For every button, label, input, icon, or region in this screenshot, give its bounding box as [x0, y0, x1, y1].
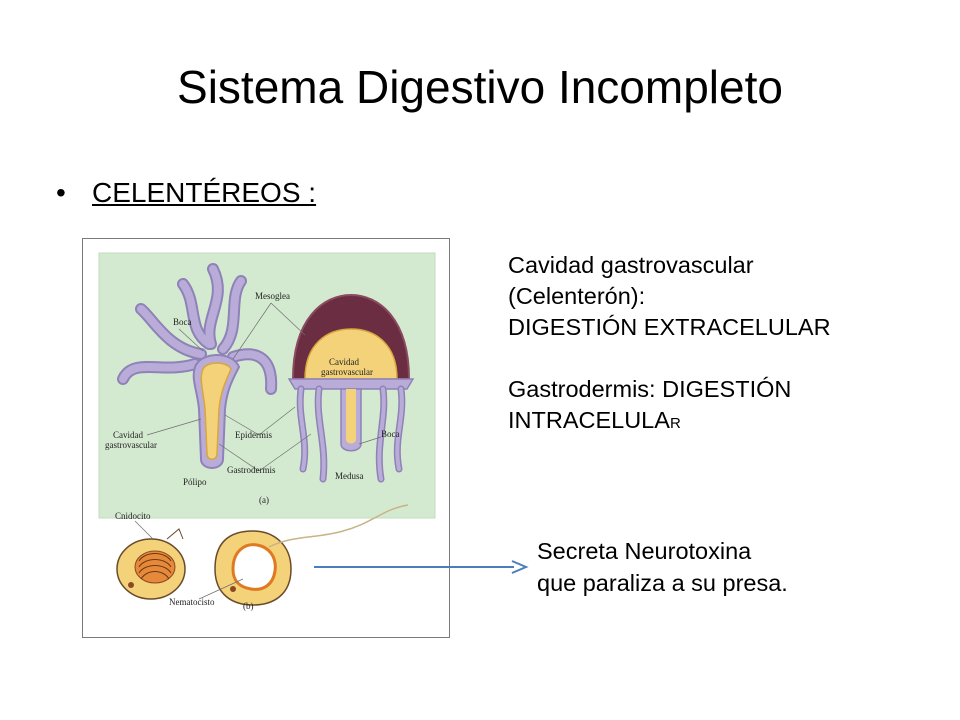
medusa-gastrovascular-cavity [304, 328, 398, 380]
label-boca-medusa: Boca [381, 429, 400, 439]
slide-title: Sistema Digestivo Incompleto [177, 61, 783, 113]
label-mesoglea: Mesoglea [255, 291, 290, 301]
label-cavidad-medusa-1: Cavidad [329, 357, 359, 367]
label-cnidocito: Cnidocito [115, 511, 151, 521]
info-line-main: INTRACELULA [508, 407, 670, 434]
medusa-drawing [287, 293, 415, 483]
label-cavidad-polyp-2: gastrovascular [105, 440, 157, 450]
info-line: Cavidad gastrovascular [508, 252, 754, 278]
cnidocyte-drawing [116, 504, 409, 606]
cnidocil [166, 528, 184, 540]
cnidarian-illustration: Boca Mesoglea Cavidad gastrovascular Cav… [98, 252, 436, 611]
label-cavidad-medusa-2: gastrovascular [321, 367, 373, 377]
info-line: INTRACELULAR [508, 405, 948, 436]
cnidocyte-nucleus [128, 582, 134, 588]
label-boca-polyp: Boca [173, 317, 192, 327]
label-cavidad-polyp-1: Cavidad [113, 430, 143, 440]
figure-leader-lines [146, 302, 382, 472]
figure-panel-a-border [98, 252, 436, 519]
label-epidermis: Epidermis [235, 430, 272, 440]
medusa-manubrium-cavity [346, 389, 356, 444]
bullet-dot-icon: • [56, 177, 66, 208]
nematocyst-thread [268, 504, 409, 548]
info-line: DIGESTIÓN EXTRACELULAR [508, 314, 831, 341]
label-gastrodermis: Gastrodermis [227, 465, 276, 475]
label-panel-a: (a) [259, 495, 269, 505]
nematocyst-discharged [231, 543, 277, 591]
bullet-item: • CELENTÉREOS : [56, 176, 316, 210]
polyp-gastrovascular-cavity [200, 362, 232, 460]
digestion-info: Cavidad gastrovascular (Celenterón): DIG… [508, 250, 948, 436]
polyp-drawing [117, 263, 278, 469]
arrow-head [511, 560, 529, 574]
arrow-icon [314, 560, 529, 574]
label-nematocisto: Nematocisto [169, 597, 215, 607]
cnidarian-figure: Boca Mesoglea Cavidad gastrovascular Cav… [82, 238, 450, 638]
info-line: Gastrodermis: DIGESTIÓN [508, 376, 792, 403]
info-line: (Celenterón): [508, 283, 646, 310]
label-polipo: Pólipo [183, 477, 207, 487]
note-line: Secreta Neurotoxina [537, 538, 752, 564]
neurotoxin-note: Secreta Neurotoxina que paraliza a su pr… [537, 536, 937, 599]
cnidocyte-nucleus-2 [230, 586, 236, 592]
label-medusa: Medusa [335, 471, 364, 481]
label-panel-b: (b) [243, 601, 254, 611]
note-line: que paraliza a su presa. [537, 569, 788, 596]
info-line-small: R [669, 415, 681, 433]
bullet-label: CELENTÉREOS : [92, 177, 317, 208]
medusa-bell-rim [287, 378, 415, 390]
